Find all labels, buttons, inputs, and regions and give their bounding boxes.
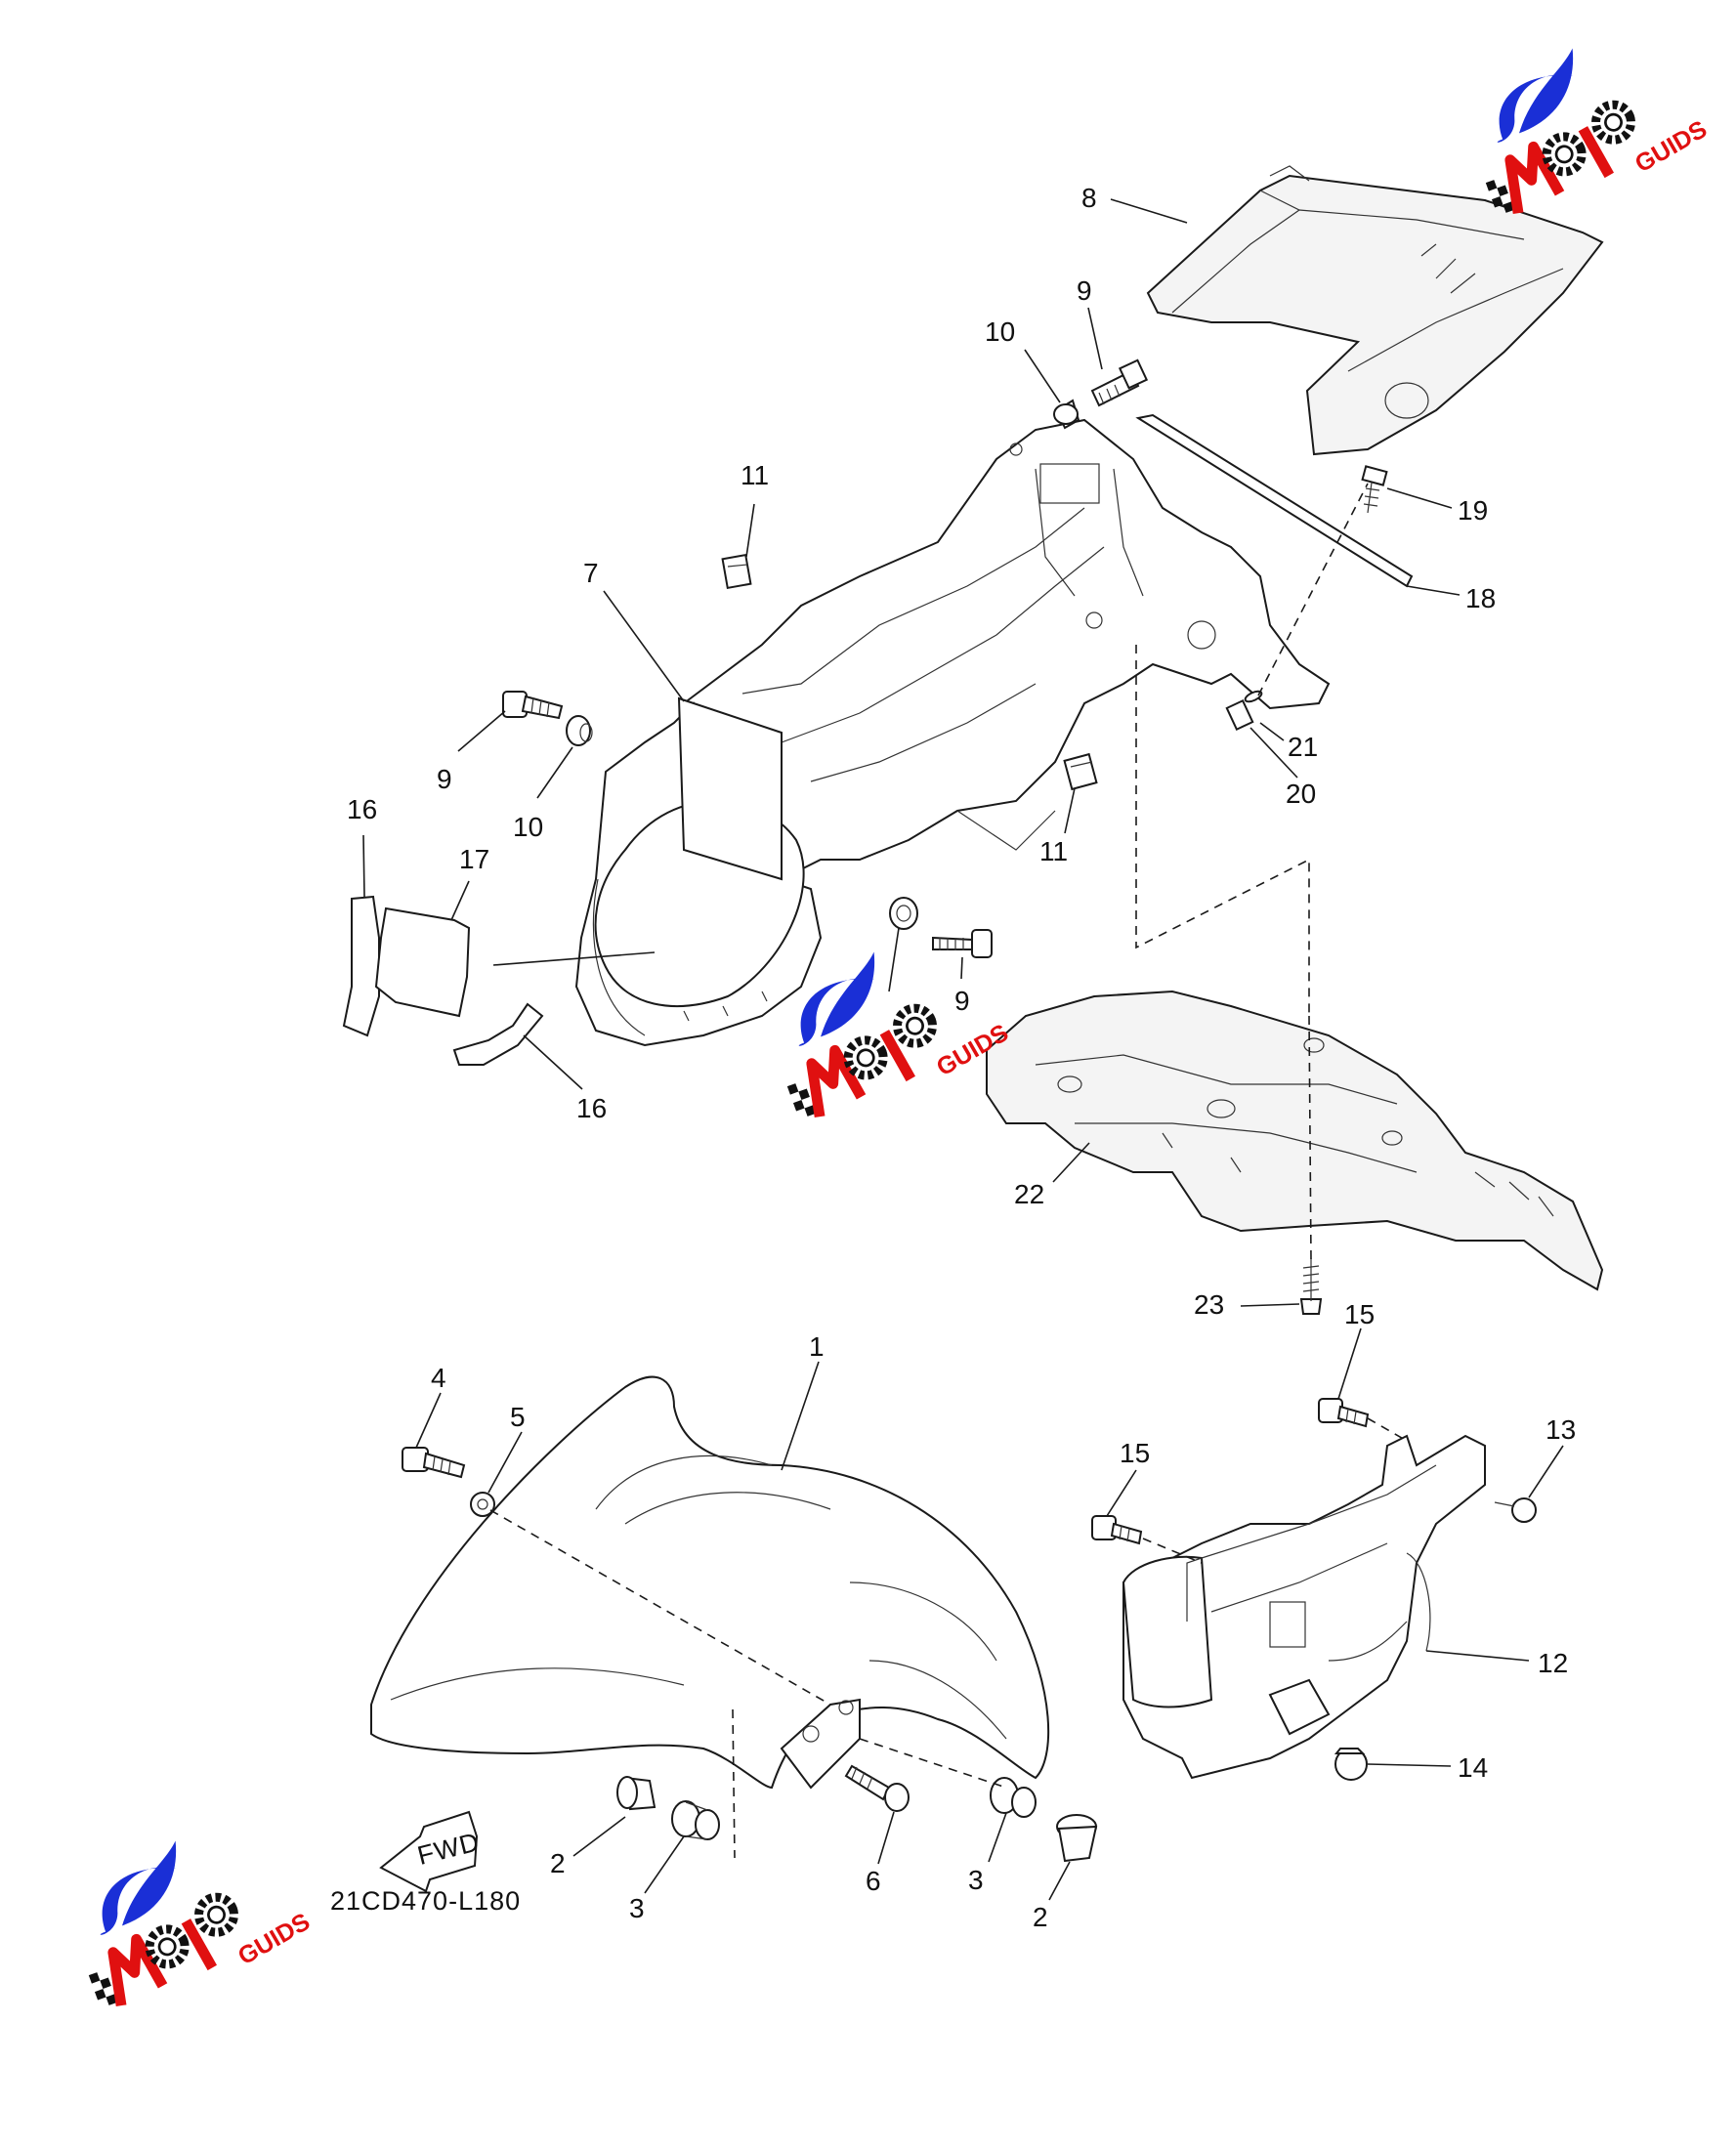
part-15-bolt-left <box>1091 1515 1143 1545</box>
part-7-fender-shell <box>574 696 823 1047</box>
callout-10: 10 <box>513 812 543 842</box>
part-3-grommet-left <box>671 1800 720 1840</box>
callout-1: 1 <box>809 1331 825 1362</box>
callout-7: 7 <box>583 558 599 588</box>
part-18-strip <box>1135 413 1414 588</box>
callout-14: 14 <box>1458 1752 1488 1783</box>
watermark-logo-bottom: GUIDS <box>56 1807 315 2022</box>
part-14-cap <box>1334 1748 1368 1781</box>
part-12-bracket <box>1122 1434 1486 1780</box>
callout-3: 3 <box>629 1893 645 1923</box>
part-11-clip-nuts <box>721 553 1098 791</box>
callout-9: 9 <box>954 986 970 1016</box>
part-4-bolt <box>402 1447 466 1479</box>
callout-8: 8 <box>1081 183 1097 213</box>
callout-22: 22 <box>1014 1179 1044 1209</box>
part-6-screw <box>844 1764 910 1812</box>
callout-9: 9 <box>1077 275 1092 306</box>
part-2-collar-left <box>616 1776 656 1811</box>
part-19-bolt <box>1361 465 1388 514</box>
part-20-nut <box>1225 690 1263 732</box>
callout-20: 20 <box>1286 779 1316 809</box>
part-1-front-fender <box>370 1375 1050 1790</box>
callout-3: 3 <box>968 1865 984 1895</box>
callout-labels: 8 9 10 11 7 19 18 21 20 9 10 16 17 11 9 … <box>330 183 1576 1932</box>
part-3-grommet-right <box>990 1777 1037 1818</box>
diagram-code: 21CD470-L180 <box>330 1886 521 1916</box>
part-16-trim-lower <box>452 1002 544 1066</box>
assembly-lines-front <box>489 1509 1007 1859</box>
callout-23: 23 <box>1194 1289 1224 1320</box>
callout-9: 9 <box>437 764 452 794</box>
callout-15: 15 <box>1344 1299 1375 1329</box>
leader-lines <box>362 198 1564 1901</box>
part-8-tail-cover <box>1146 165 1604 456</box>
part-23-screw <box>1299 1258 1323 1315</box>
callout-2: 2 <box>1033 1902 1048 1932</box>
callout-15: 15 <box>1120 1438 1150 1468</box>
svg-text:GUIDS: GUIDS <box>1630 115 1712 178</box>
part-9-10-top-bolt <box>1053 358 1149 430</box>
callout-18: 18 <box>1465 583 1496 613</box>
callout-16: 16 <box>347 794 377 824</box>
callout-4: 4 <box>431 1363 446 1393</box>
callout-5: 5 <box>510 1402 526 1432</box>
part-17-reflector <box>374 906 471 1018</box>
part-16-trim-upper <box>342 895 380 1037</box>
svg-text:GUIDS: GUIDS <box>233 1908 315 1970</box>
callout-19: 19 <box>1458 495 1488 526</box>
callout-17: 17 <box>459 844 489 874</box>
part-22-rear-mudguard <box>986 990 1604 1291</box>
callout-16: 16 <box>576 1093 607 1123</box>
callout-2: 2 <box>550 1848 566 1878</box>
part-2-collar-right <box>1056 1814 1098 1863</box>
part-7-inner-fender <box>682 418 1331 901</box>
part-15-bolt-top <box>1318 1398 1370 1428</box>
part-5-washer <box>470 1492 495 1517</box>
assembly-lines-bracket <box>1142 1417 1408 1564</box>
part-9-10-lower-bolt <box>889 897 993 958</box>
part-13-cap <box>1494 1497 1537 1523</box>
callout-11: 11 <box>1039 836 1068 866</box>
callout-13: 13 <box>1545 1414 1576 1445</box>
assembly-lines-rear <box>1135 483 1369 1261</box>
callout-21: 21 <box>1288 732 1318 762</box>
callout-12: 12 <box>1538 1648 1568 1678</box>
callout-6: 6 <box>866 1866 881 1896</box>
callout-11: 11 <box>741 460 769 490</box>
fwd-arrow-icon: FWD <box>379 1810 483 1893</box>
callout-10: 10 <box>985 316 1015 347</box>
part-9-10-left-bolt <box>502 691 593 746</box>
watermark-logo-top: GUIDS <box>1453 15 1712 230</box>
